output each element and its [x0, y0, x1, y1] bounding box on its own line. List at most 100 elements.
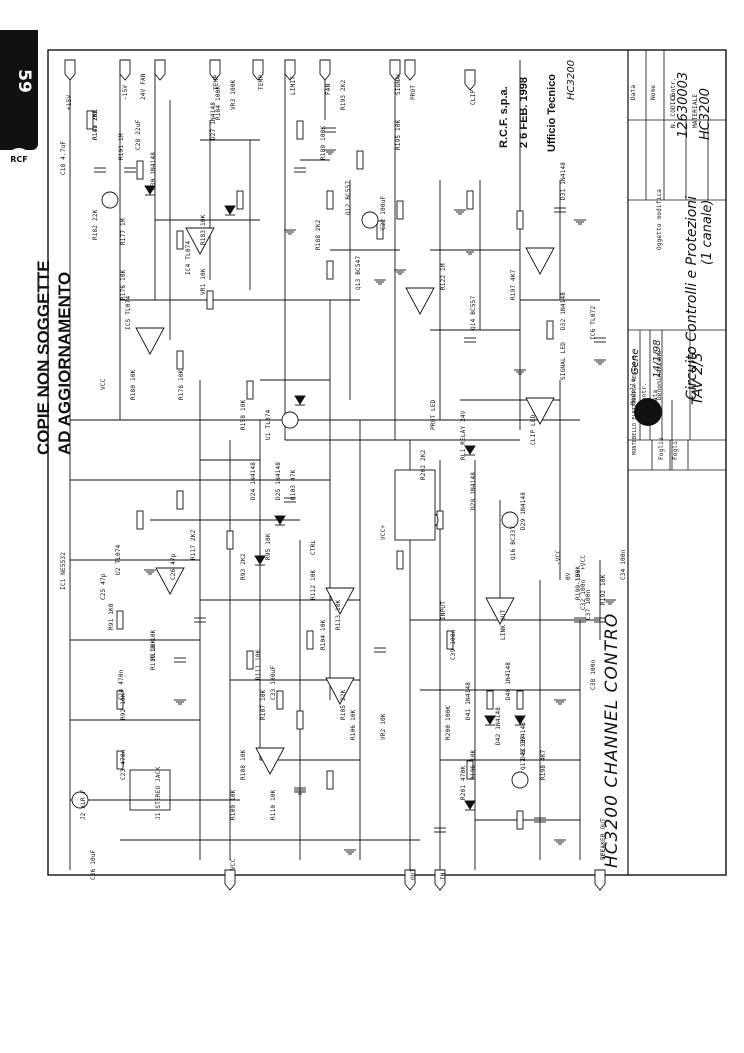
net-label: IN [440, 872, 447, 880]
component-label: Q14 BC557 [470, 295, 477, 330]
resistor [376, 220, 384, 240]
resistor [246, 380, 254, 400]
net-label: CTRL [310, 539, 317, 555]
components [64, 59, 616, 891]
tb-header-nome: Nome [650, 84, 657, 100]
component-label: C34 100n [620, 549, 627, 581]
resistor [326, 190, 334, 210]
net-label: 24V FAN [140, 73, 147, 100]
component-label: D31 1N4148 [560, 161, 567, 200]
diode [224, 205, 236, 215]
component-label: R202 2K2 [420, 449, 427, 481]
net-flag [224, 869, 236, 891]
resistor [466, 190, 474, 210]
net-label: -15V [575, 569, 582, 585]
component-label: Q13 BC547 [355, 255, 362, 290]
resistor [486, 690, 494, 710]
stamp-line-2: AD AGGIORNAMENTO [55, 271, 74, 455]
op-amp [155, 567, 185, 595]
tb-ncodice-value: 12630003 [676, 71, 691, 138]
net-label: VCC [230, 858, 237, 870]
component-label: C33 100uF [270, 665, 277, 700]
component-label: R92 10K [120, 693, 127, 720]
resistor [276, 690, 284, 710]
net-label: CLIP [470, 89, 477, 105]
op-amp [325, 677, 355, 705]
component-label: R103 47K [290, 469, 297, 501]
wires [69, 60, 601, 870]
net-label: 0V [565, 572, 572, 580]
tb-data-label: Data [652, 389, 659, 405]
component-label: R158 10K [240, 399, 247, 431]
component-label: C38 100n [590, 659, 597, 691]
component-label: Q16 BC337 [510, 525, 517, 560]
stamp-date: 2 6 FEB. 1998 [518, 77, 530, 148]
component-label: D40 1N4148 [505, 661, 512, 700]
drawing-border [47, 49, 727, 876]
resistor [176, 230, 184, 250]
net-flag [404, 59, 416, 81]
title-block-logo [634, 398, 662, 426]
stamp-office: Ufficio Tecnico [546, 73, 558, 152]
tb-oggetto-label: Oggetto modifica [656, 189, 663, 250]
resistor [446, 630, 454, 650]
net-label: SIGNAL LED [560, 341, 567, 380]
component-label: C28 22uF [135, 119, 142, 151]
stamp-line-1: COPIE NON SOGGETTE [34, 260, 53, 455]
component-label: C26 47p [170, 553, 177, 580]
resistor [116, 610, 124, 630]
resistor [136, 510, 144, 530]
component-label: IC6 TL072 [590, 305, 597, 340]
tb-tav: TAV 2/3 [690, 352, 706, 405]
resistor [516, 810, 524, 830]
resistor [86, 110, 94, 130]
component-label: D30 1N4148 [150, 151, 157, 190]
diode [464, 800, 476, 810]
transistor [501, 511, 519, 529]
component-label: R191 1M [118, 133, 125, 160]
net-label: PROT [410, 84, 417, 100]
net-label: INPUT [440, 600, 447, 620]
resistor [136, 160, 144, 180]
component-label: D25 1N4148 [275, 461, 282, 500]
net-flag [209, 59, 221, 81]
net-flag [464, 69, 476, 91]
component-label: C37 100n [585, 589, 592, 621]
net-label: LIMIT [290, 75, 297, 95]
diode [294, 395, 306, 405]
component-label: D32 1N4148 [560, 291, 567, 330]
diode [274, 515, 286, 525]
diode [514, 715, 526, 725]
component-label: R95 10K [265, 533, 272, 560]
component-label: C23 470n [120, 749, 127, 781]
component-label: J1 STEREO JACK [155, 766, 162, 820]
component-label: R107 10K [260, 689, 267, 721]
resistor [516, 210, 524, 230]
component-label: R112 10K [310, 569, 317, 601]
op-amp [135, 327, 165, 355]
tb-materiale-value: HC3200 [698, 88, 713, 140]
transistor [511, 771, 529, 789]
component-label: R196 10K [470, 749, 477, 781]
net-label: VCC [100, 378, 107, 390]
net-label: PROT LED [430, 399, 437, 431]
component-label: R113 10K [335, 599, 342, 631]
page-tab: 59 RCF [0, 30, 38, 172]
component-label: R198 4K7 [540, 749, 547, 781]
component-label: D29 1N4148 [520, 491, 527, 530]
net-label: SIGNAL [395, 72, 402, 95]
component-label: C18 4.7uF [60, 140, 67, 175]
diode [464, 445, 476, 455]
component-label: IC5 TL074 [125, 295, 132, 330]
transistor [101, 191, 119, 209]
title-block-grid [628, 50, 726, 471]
component-label: IC1 NE5532 [60, 551, 67, 590]
component-label: RL1 RELAY 24V [460, 410, 467, 460]
net-flag [252, 59, 264, 81]
diode [254, 555, 266, 565]
component-label: R108 10K [240, 749, 247, 781]
net-label: CLIP LED [530, 414, 537, 446]
resistor [176, 350, 184, 370]
component-label: R93 2K2 [240, 553, 247, 580]
component-label: Q17 BC337 [520, 735, 527, 770]
